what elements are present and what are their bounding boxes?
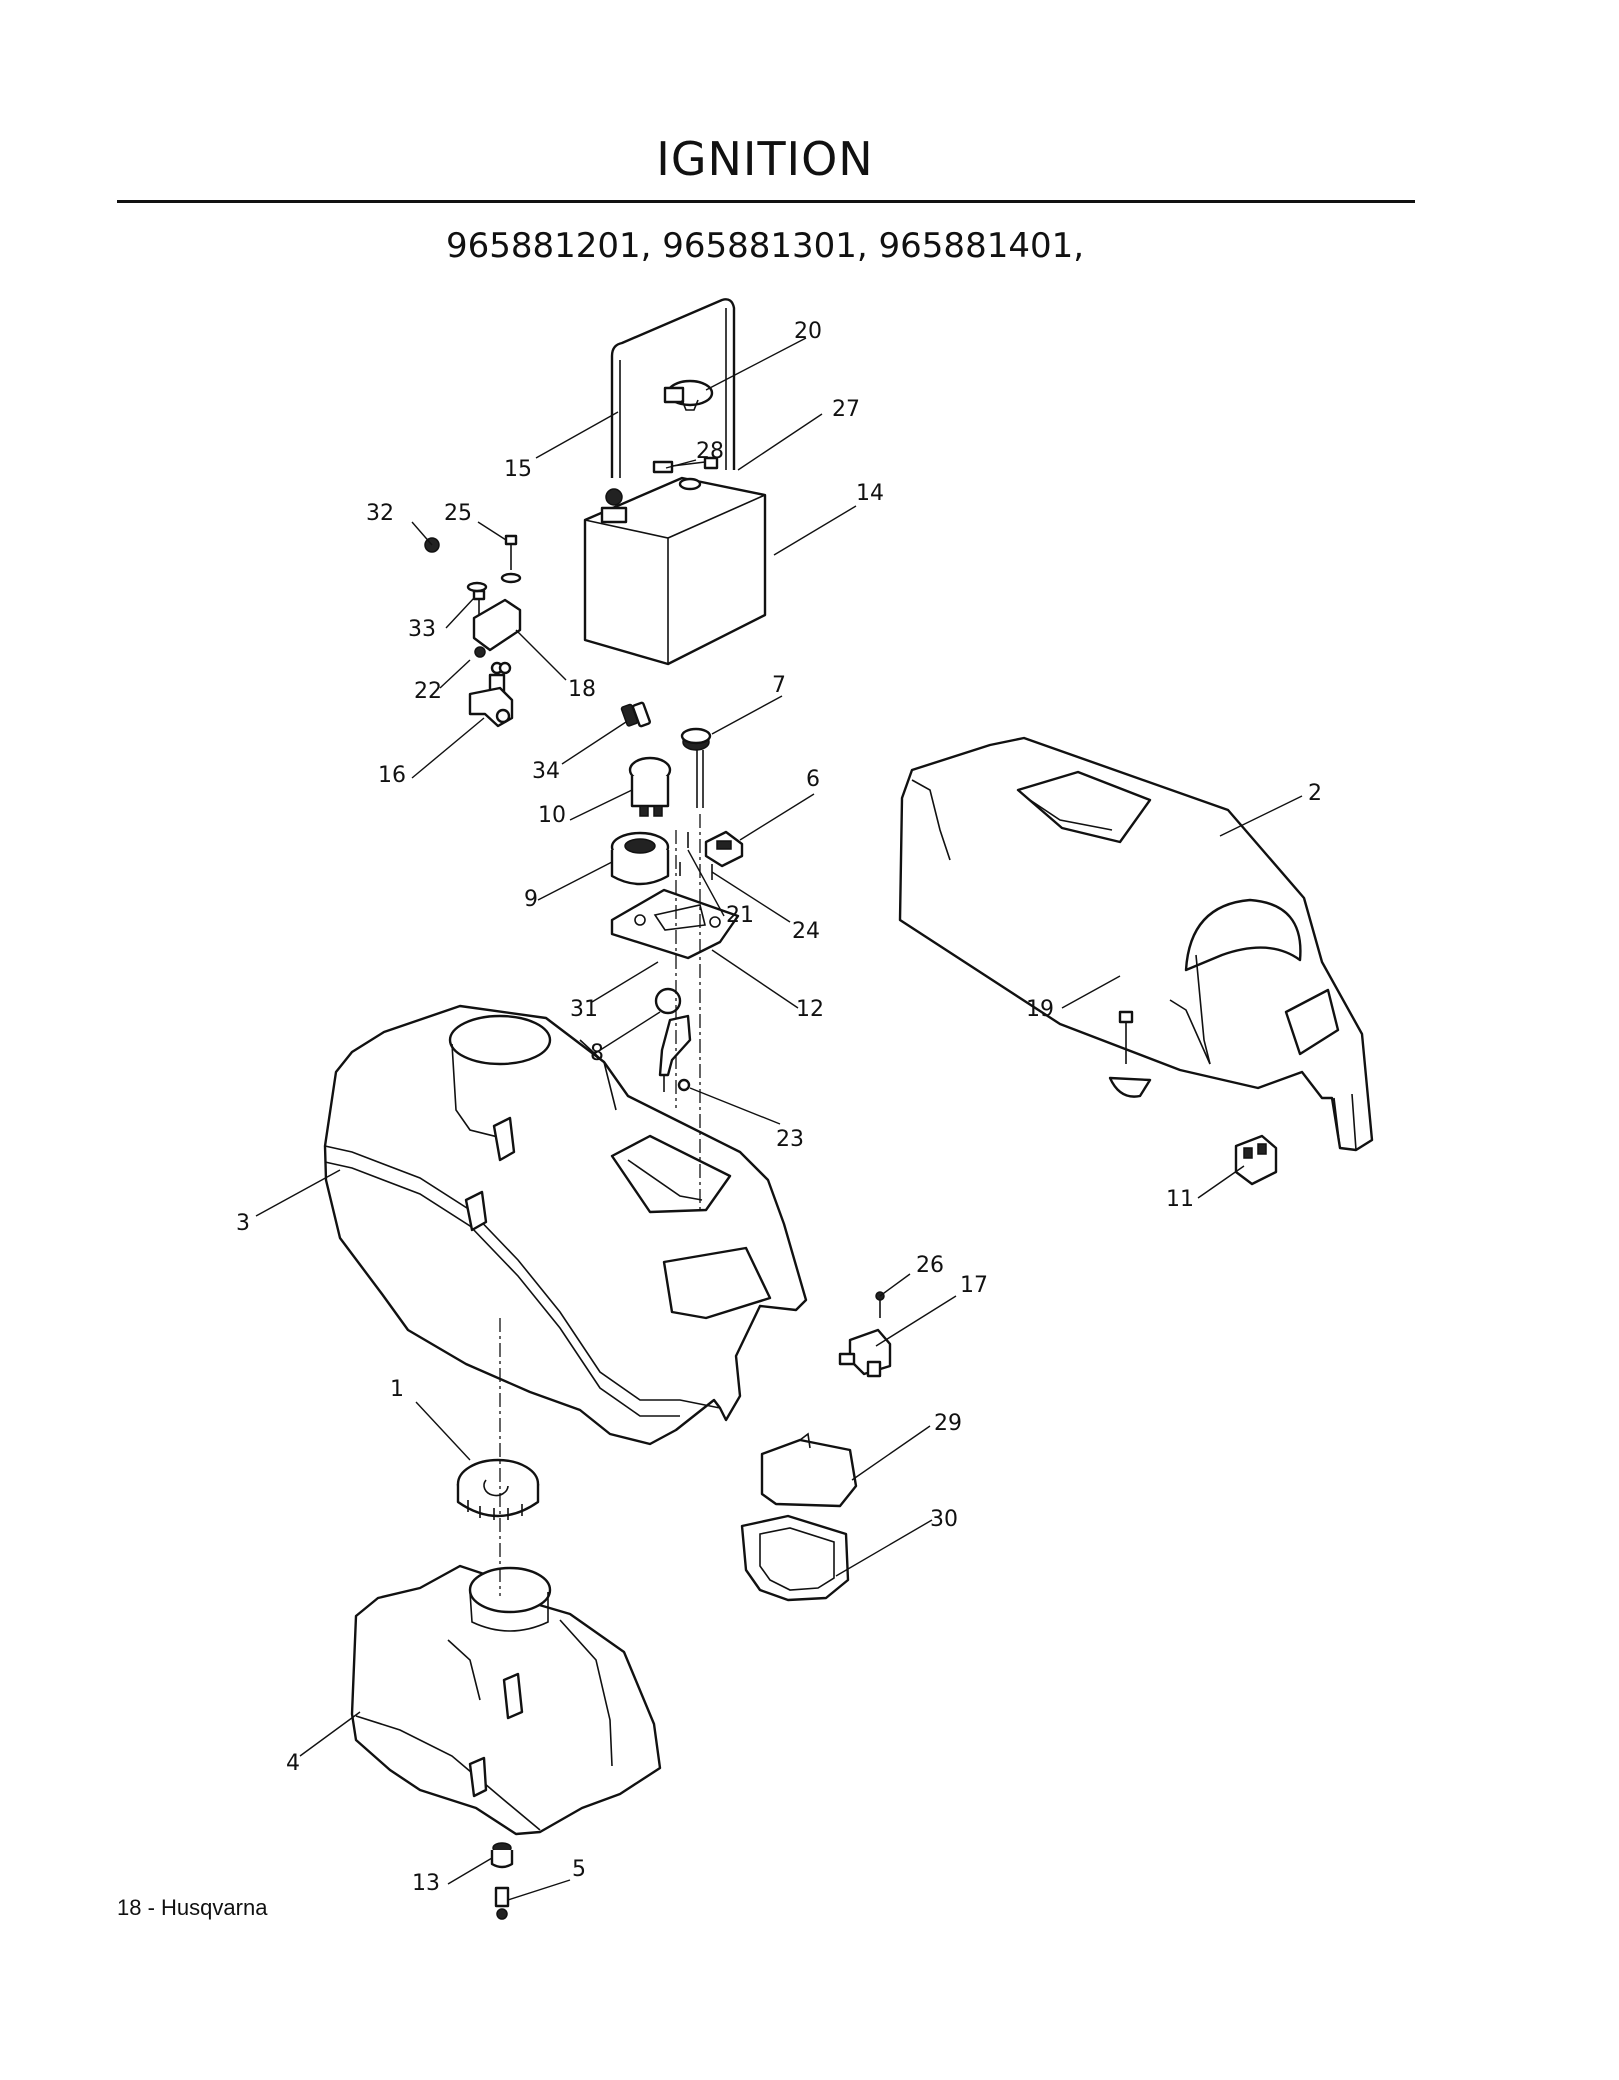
page-footer: 18 - Husqvarna <box>117 1895 267 1921</box>
callout-9: 9 <box>524 887 538 912</box>
battery <box>583 456 767 666</box>
callout-26: 26 <box>916 1253 944 1278</box>
callout-4: 4 <box>286 1751 300 1776</box>
callout-numbers: 1 2 3 4 5 6 7 8 9 10 11 12 13 14 15 16 1… <box>236 319 1322 1896</box>
front-console <box>323 1004 808 1446</box>
fuel-gauge-lens <box>760 1432 858 1508</box>
callout-14: 14 <box>856 481 884 506</box>
seat-switch <box>1234 1134 1278 1186</box>
callout-leaders <box>255 337 1303 1901</box>
callout-30: 30 <box>930 1507 958 1532</box>
solenoid-hardware <box>424 534 522 728</box>
callout-28: 28 <box>696 439 724 464</box>
callout-3: 3 <box>236 1211 250 1236</box>
callout-7: 7 <box>772 673 786 698</box>
callout-6: 6 <box>806 767 820 792</box>
callout-20: 20 <box>794 319 822 344</box>
page-title: IGNITION <box>656 132 874 186</box>
fuel-shut-off-fitting <box>494 1886 510 1920</box>
ignition-key <box>620 701 651 728</box>
fuel-tank <box>350 1564 662 1836</box>
pto-switch <box>704 830 744 868</box>
ignition-switch <box>628 756 672 817</box>
callout-23: 23 <box>776 1127 804 1152</box>
fuel-cap <box>456 1458 540 1520</box>
battery-hold-down-bolt <box>663 379 714 411</box>
callout-25: 25 <box>444 501 472 526</box>
choke-knob <box>680 727 712 808</box>
callout-24: 24 <box>792 919 820 944</box>
callout-10: 10 <box>538 803 566 828</box>
callout-1: 1 <box>390 1377 404 1402</box>
callout-31: 31 <box>570 997 598 1022</box>
callout-17: 17 <box>960 1273 988 1298</box>
callout-13: 13 <box>412 1871 440 1896</box>
assembly-center-lines <box>499 814 701 1596</box>
callout-18: 18 <box>568 677 596 702</box>
callout-11: 11 <box>1166 1187 1194 1212</box>
ignition-module-bracket <box>838 1328 892 1378</box>
brand-name: Husqvarna <box>161 1895 268 1920</box>
fuel-gauge-bezel <box>740 1514 850 1602</box>
callout-8: 8 <box>590 1041 604 1066</box>
callout-21: 21 <box>726 903 754 928</box>
callout-29: 29 <box>934 1411 962 1436</box>
callout-32: 32 <box>366 501 394 526</box>
title-rule <box>117 200 1415 203</box>
callout-15: 15 <box>504 457 532 482</box>
callout-12: 12 <box>796 997 824 1022</box>
callout-16: 16 <box>378 763 406 788</box>
switch-housing <box>610 831 670 886</box>
callout-2: 2 <box>1308 781 1322 806</box>
callout-22: 22 <box>414 679 442 704</box>
throttle-lever <box>658 1014 692 1092</box>
mounting-plate <box>610 888 740 960</box>
callout-19: 19 <box>1026 997 1054 1022</box>
callout-5: 5 <box>572 1857 586 1882</box>
callout-34: 34 <box>532 759 560 784</box>
callout-33: 33 <box>408 617 436 642</box>
callout-27: 27 <box>832 397 860 422</box>
rear-console-cover <box>898 736 1374 1152</box>
model-numbers: 965881201, 965881301, 965881401, <box>445 226 1085 266</box>
page-number: 18 <box>117 1895 142 1920</box>
footer-separator: - <box>141 1895 162 1920</box>
fuel-tank-bushing <box>490 1842 514 1869</box>
